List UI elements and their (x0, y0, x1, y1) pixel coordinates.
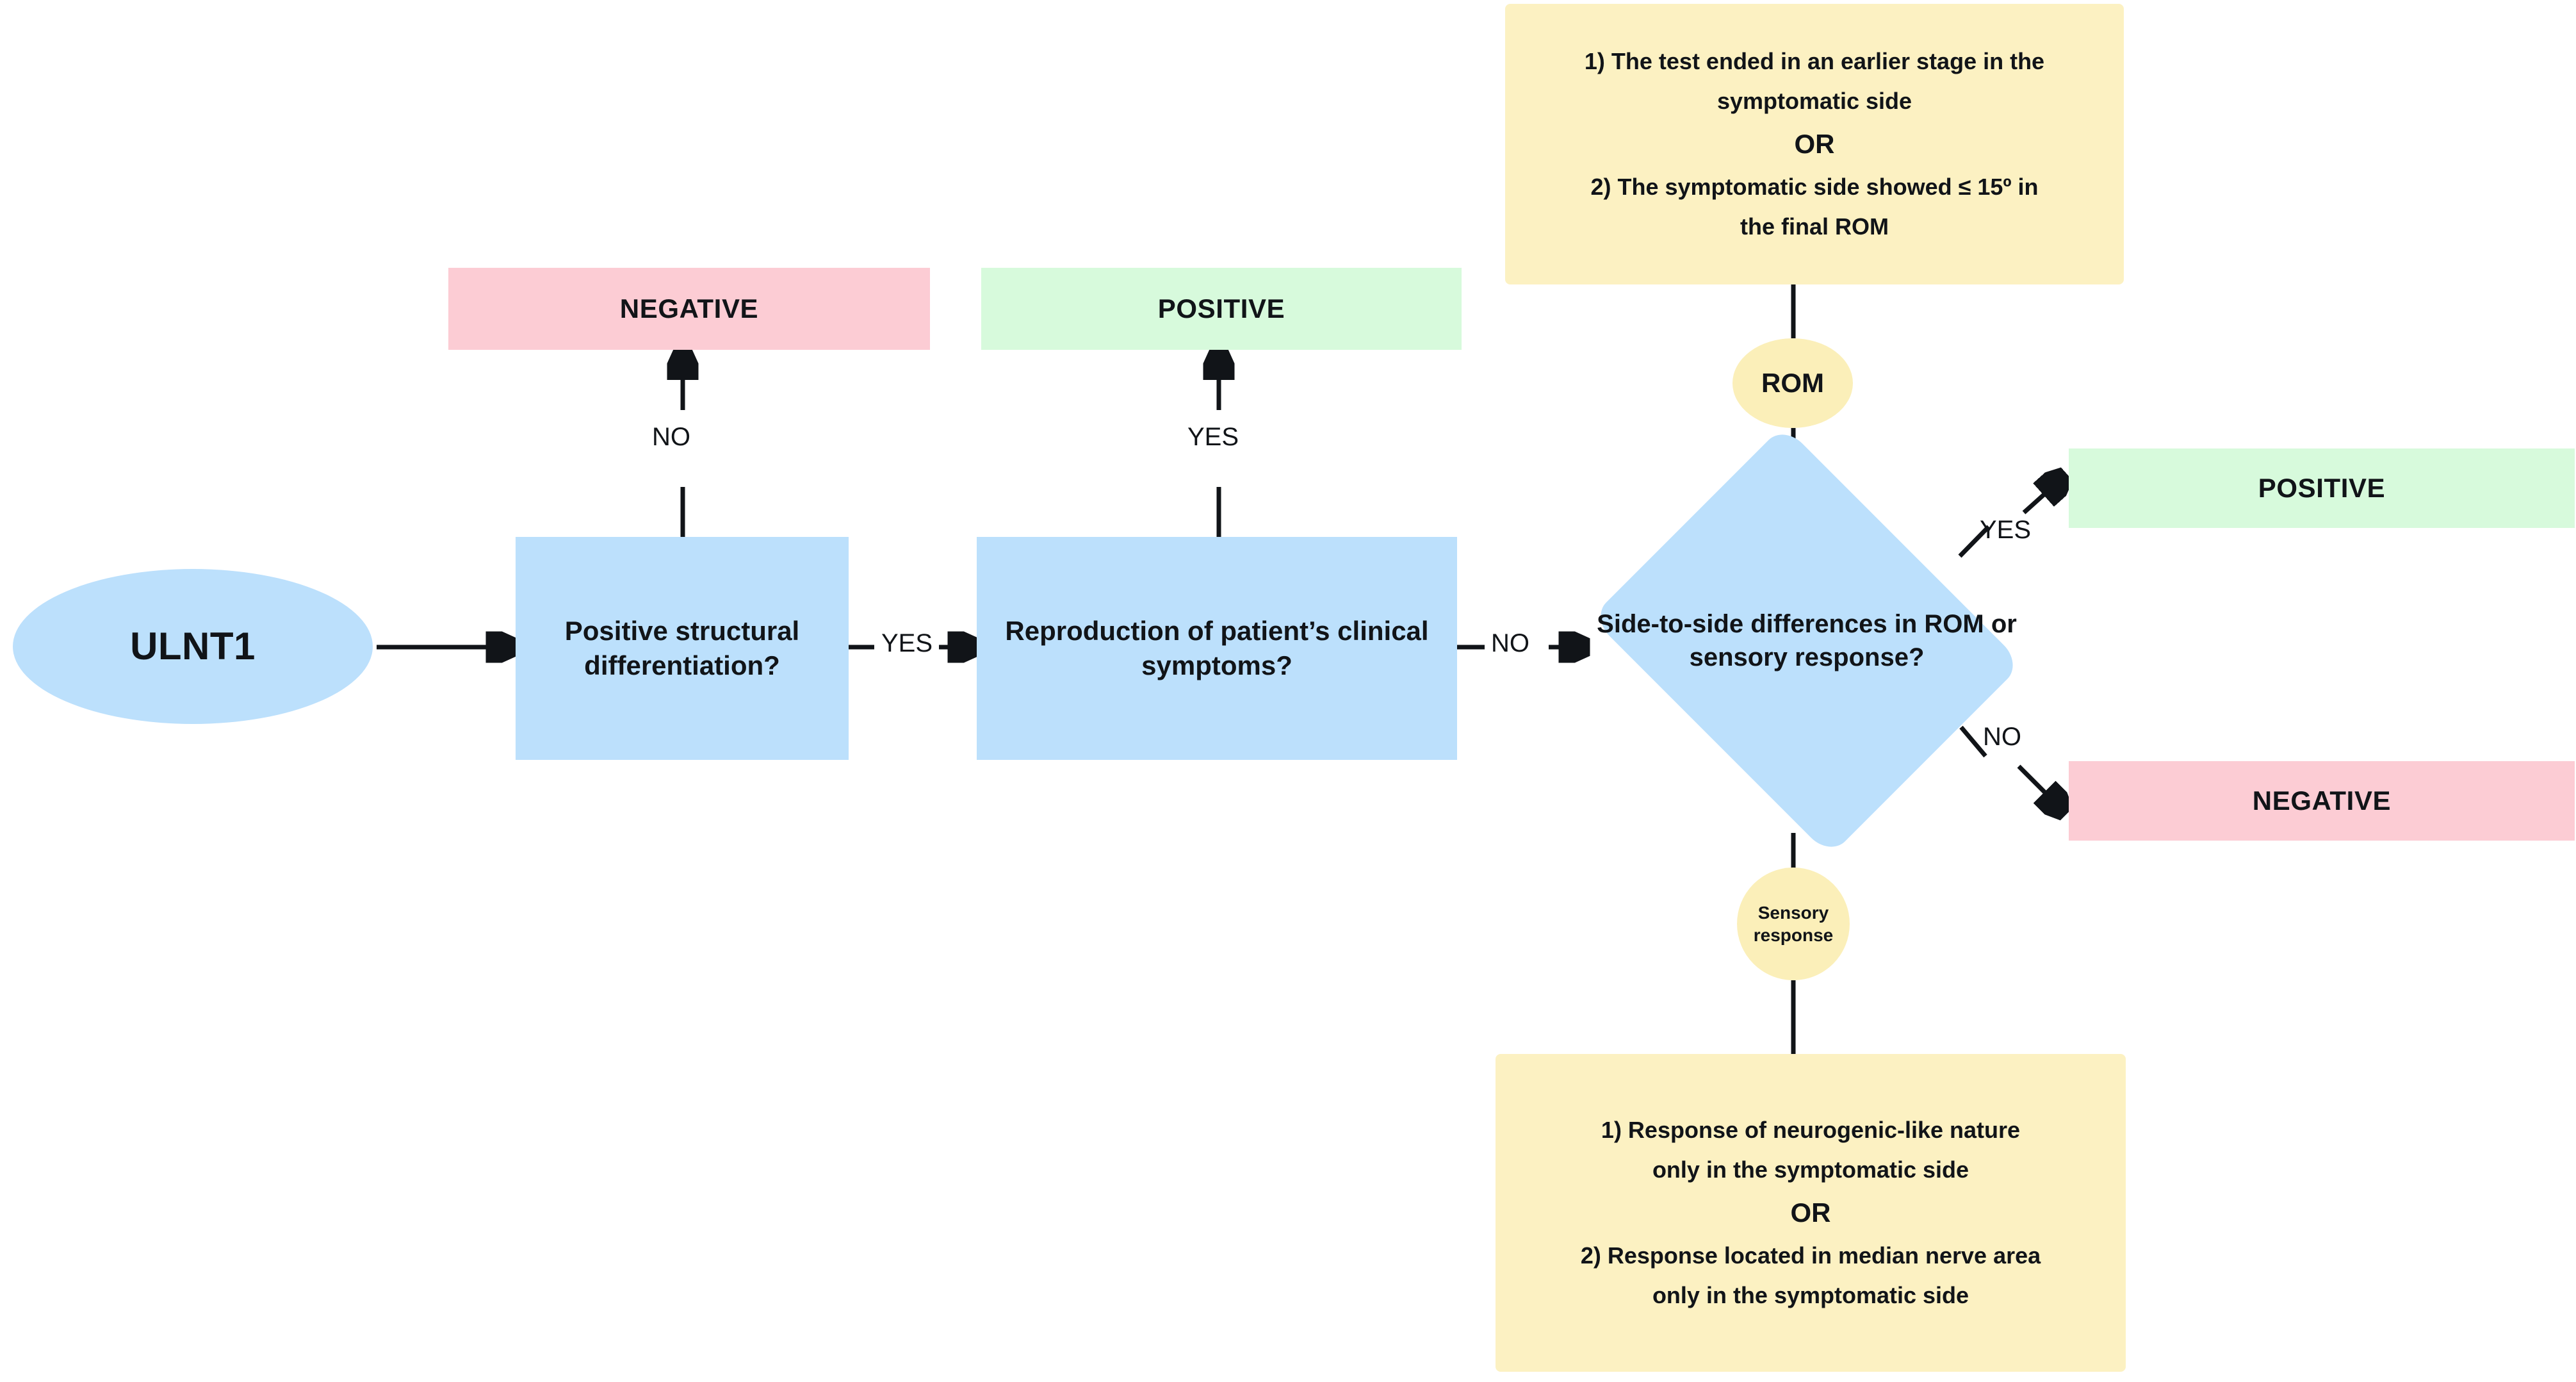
connector-circle-rom[interactable]: ROM (1732, 338, 1853, 428)
connector-circle-sensory-label: Sensory response (1753, 903, 1834, 945)
note-sensory-line-1: 1) Response of neurogenic-like nature (1601, 1117, 2021, 1144)
note-rom-or: OR (1794, 128, 1835, 159)
decision-symptom-reproduction[interactable]: Reproduction of patient’s clinical sympt… (977, 537, 1457, 760)
decision-structural-label: Positive structural differentiation? (564, 616, 800, 680)
edge-label-structural-no: NO (648, 423, 694, 452)
note-sensory-line-4: only in the symptomatic side (1652, 1282, 1969, 1309)
note-rom-line-4: the final ROM (1740, 213, 1889, 240)
start-node-ulnt1[interactable]: ULNT1 (13, 569, 373, 724)
connector-circle-sensory-response[interactable]: Sensory response (1737, 868, 1850, 980)
note-rom-line-2: symptomatic side (1716, 87, 1912, 114)
result-negative-side-to-side[interactable]: NEGATIVE (2069, 761, 2575, 841)
note-sensory-line-2: only in the symptomatic side (1652, 1156, 1969, 1183)
result-negative-structural[interactable]: NEGATIVE (448, 268, 930, 350)
decision-side-to-side[interactable]: Side-to-side differences in ROM or senso… (1569, 425, 2044, 857)
edge-label-structural-yes: YES (877, 629, 937, 658)
connector-circle-rom-label: ROM (1761, 368, 1824, 399)
result-positive-side-to-side-label: POSITIVE (2258, 473, 2386, 504)
edge-label-diamond-no: NO (1983, 723, 2021, 751)
note-rom-line-1: 1) The test ended in an earlier stage in… (1584, 48, 2045, 75)
note-rom-line-3: 2) The symptomatic side showed ≤ 15º in (1590, 174, 2039, 201)
result-negative-structural-label: NEGATIVE (619, 293, 759, 324)
note-sensory-or: OR (1790, 1197, 1831, 1228)
decision-reproduction-label: Reproduction of patient’s clinical sympt… (1005, 616, 1429, 680)
note-sensory-criteria: 1) Response of neurogenic-like nature on… (1496, 1054, 2126, 1372)
result-positive-side-to-side[interactable]: POSITIVE (2069, 448, 2575, 528)
edge-label-reproduction-yes: YES (1184, 423, 1243, 452)
decision-structural-differentiation[interactable]: Positive structural differentiation? (516, 537, 849, 760)
decision-side-to-side-label: Side-to-side differences in ROM or senso… (1597, 610, 2017, 671)
note-rom-criteria: 1) The test ended in an earlier stage in… (1505, 4, 2124, 284)
result-positive-reproduction-label: POSITIVE (1157, 293, 1285, 324)
result-negative-side-to-side-label: NEGATIVE (2252, 786, 2392, 816)
edge-label-diamond-yes: YES (1980, 516, 2032, 544)
result-positive-reproduction[interactable]: POSITIVE (981, 268, 1462, 350)
edge-label-reproduction-no: NO (1487, 629, 1533, 658)
start-node-label: ULNT1 (130, 624, 256, 668)
note-sensory-line-3: 2) Response located in median nerve area (1580, 1242, 2041, 1269)
